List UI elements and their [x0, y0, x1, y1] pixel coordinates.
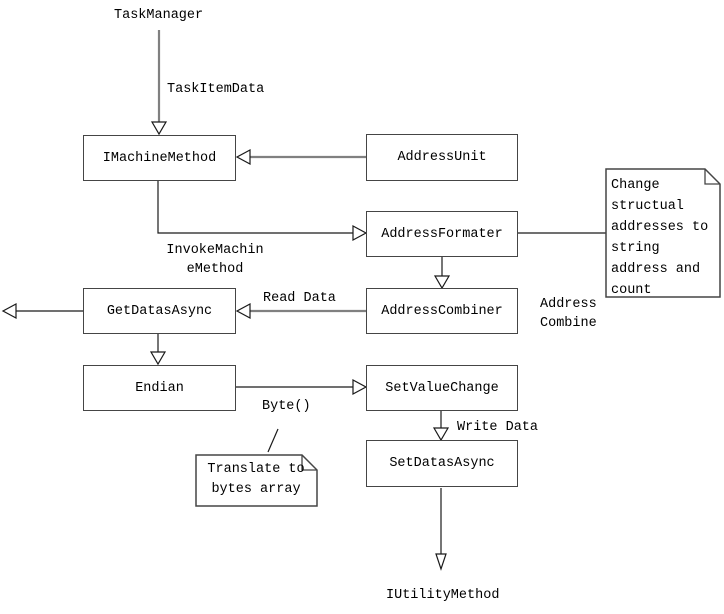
edge-label-invokemachinemethod: InvokeMachin eMethod	[160, 241, 270, 279]
arrowhead-left-getdatasasync	[235, 302, 251, 320]
edge-imachinemethod-addressformater	[157, 181, 353, 234]
edge-label-addresscombine-line1: Address	[540, 297, 597, 312]
arrowhead-left-imachinemethod	[235, 148, 251, 166]
note-line: string	[611, 241, 660, 256]
note-change-structural-fold	[704, 169, 720, 185]
edge-label-readdata: Read Data	[263, 291, 336, 306]
arrowhead-left-edge	[1, 302, 17, 320]
node-addresscombiner: AddressCombiner	[366, 288, 518, 334]
note-line: count	[611, 283, 652, 298]
note-translate-bytes-outline	[195, 454, 318, 507]
note-change-structural-text: Change structual addresses to string add…	[611, 175, 708, 301]
node-taskmanager: TaskManager	[114, 8, 204, 23]
arrowhead-down-endian	[149, 351, 167, 366]
arrowhead-down-addresscombiner	[433, 275, 451, 290]
node-setvaluechange: SetValueChange	[366, 365, 518, 411]
note-line: Change	[611, 178, 660, 193]
arrowhead-right-addressformater	[352, 224, 368, 242]
note-line: addresses to	[611, 220, 709, 235]
edge-label-byte: Byte()	[262, 399, 311, 414]
note-line: Translate to	[207, 462, 305, 477]
note-translate-bytes-text: Translate to bytes array	[200, 460, 312, 500]
node-endian: Endian	[83, 365, 236, 411]
arrowhead-right-setvaluechange	[352, 378, 368, 396]
node-getdatasasync: GetDatasAsync	[83, 288, 236, 334]
edge-label-invokemachinemethod-line2: eMethod	[186, 262, 244, 277]
note-line: address and	[611, 262, 701, 277]
arrowhead-down-iutilitymethod	[435, 553, 447, 571]
edge-label-taskitemdata: TaskItemData	[167, 82, 265, 97]
edge-label-writedata: Write Data	[457, 420, 539, 435]
arrowhead-down-imachinemethod	[150, 121, 168, 136]
edge-label-addresscombine-line2: Combine	[540, 316, 597, 331]
edge-label-addresscombine: Address Combine	[540, 295, 597, 333]
node-iutilitymethod: IUtilityMethod	[386, 588, 500, 603]
arrowhead-down-setdatasasync	[432, 427, 450, 442]
edge-label-invokemachinemethod-line1: InvokeMachin	[166, 243, 264, 258]
note-change-structural-outline	[605, 168, 721, 298]
note-line: bytes array	[211, 482, 301, 497]
node-addressformater: AddressFormater	[366, 211, 518, 257]
note-leader-line	[267, 428, 279, 453]
note-line: structual	[611, 199, 684, 214]
node-imachinemethod: IMachineMethod	[83, 135, 236, 181]
note-translate-bytes-fold	[301, 455, 317, 471]
node-addressunit: AddressUnit	[366, 134, 518, 181]
node-setdatasasync: SetDatasAsync	[366, 440, 518, 487]
